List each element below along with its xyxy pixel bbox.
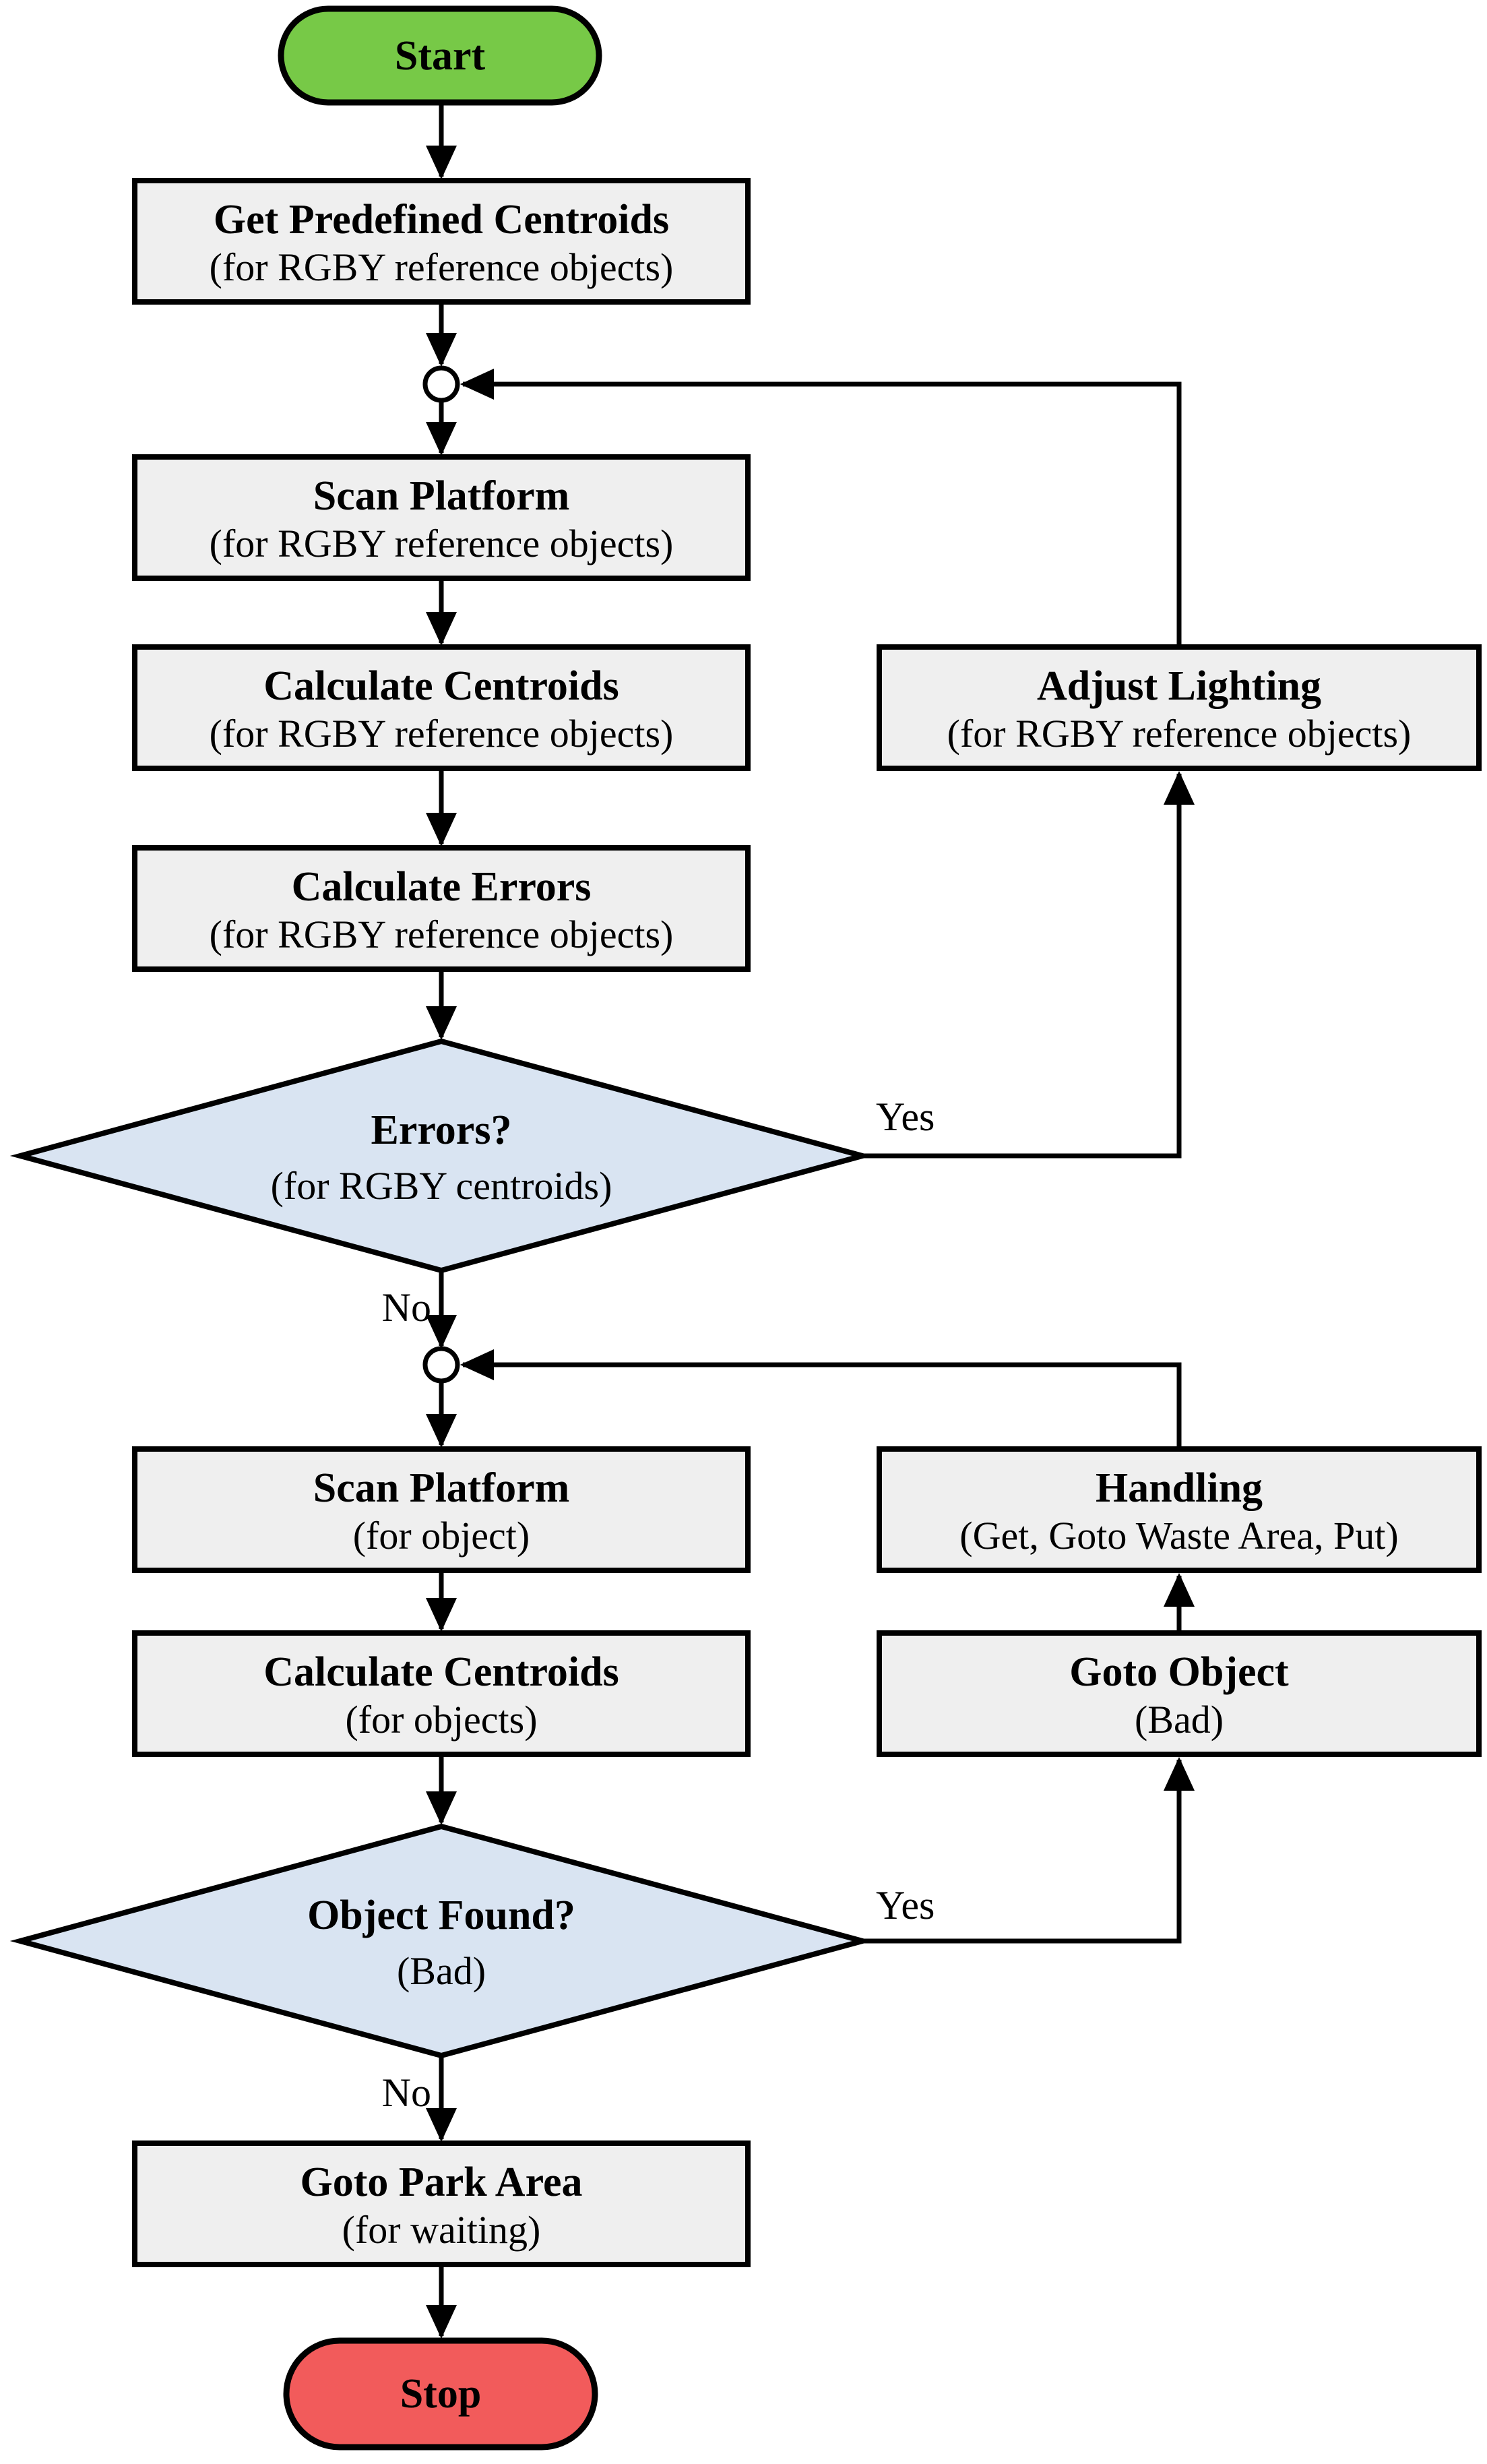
- node-goto-object: Goto Object (Bad): [877, 1630, 1482, 1757]
- edge-handling-to-junction-2: [460, 1349, 1182, 1449]
- node-subtitle: (for objects): [345, 1698, 537, 1742]
- node-title: Calculate Centroids: [263, 663, 619, 709]
- node-stop: Stop: [283, 2337, 598, 2451]
- decision-diamond: [9, 1038, 873, 1274]
- label-errors-no: No: [382, 1285, 431, 1330]
- node-title: Goto Object: [1069, 1649, 1289, 1695]
- edge-object-found-yes-to-goto-object: [862, 1756, 1195, 1944]
- stop-terminator-shape: [283, 2337, 598, 2451]
- process-box: [132, 1446, 751, 1573]
- start-terminator-shape: [278, 5, 602, 106]
- node-subtitle: (for RGBY centroids): [271, 1164, 612, 1208]
- node-errors-decision: Errors? (for RGBY centroids): [9, 1038, 873, 1274]
- node-calculate-centroids-rgby: Calculate Centroids (for RGBY reference …: [132, 644, 751, 771]
- node-scan-platform-rgby: Scan Platform (for RGBY reference object…: [132, 454, 751, 581]
- label-object-found-no: No: [382, 2070, 431, 2115]
- node-subtitle: (Bad): [1135, 1698, 1224, 1742]
- node-title: Errors?: [371, 1107, 512, 1153]
- node-subtitle: (for RGBY reference objects): [210, 245, 674, 289]
- edges: [426, 102, 1195, 2339]
- node-title: Scan Platform: [313, 1465, 570, 1511]
- edge-adjust-lighting-to-junction-1: [460, 369, 1182, 647]
- node-subtitle: (for object): [353, 1514, 530, 1558]
- node-title: Goto Park Area: [300, 2159, 582, 2205]
- node-subtitle: (Get, Goto Waste Area, Put): [959, 1514, 1398, 1558]
- node-subtitle: (for RGBY reference objects): [210, 913, 674, 956]
- decision-diamond: [9, 1823, 873, 2059]
- junction-circle: [422, 365, 460, 403]
- node-subtitle: (for RGBY reference objects): [210, 712, 674, 756]
- node-subtitle: (Bad): [397, 1949, 486, 1993]
- label-errors-yes: Yes: [876, 1095, 935, 1139]
- node-subtitle: (for waiting): [342, 2208, 541, 2252]
- process-box: [877, 644, 1482, 771]
- node-subtitle: (for RGBY reference objects): [947, 712, 1412, 756]
- node-title: Object Found?: [307, 1892, 575, 1938]
- process-box: [877, 1446, 1482, 1573]
- node-title: Calculate Errors: [292, 864, 592, 910]
- process-box: [132, 178, 751, 305]
- node-title: Adjust Lighting: [1037, 663, 1321, 709]
- junction-circle: [422, 1346, 460, 1384]
- start-label: Start: [395, 33, 486, 79]
- process-box: [877, 1630, 1482, 1757]
- node-goto-park-area: Goto Park Area (for waiting): [132, 2140, 751, 2267]
- node-object-found-decision: Object Found? (Bad): [9, 1823, 873, 2059]
- node-calculate-errors-rgby: Calculate Errors (for RGBY reference obj…: [132, 845, 751, 972]
- label-object-found-yes: Yes: [876, 1883, 935, 1928]
- node-adjust-lighting: Adjust Lighting (for RGBY reference obje…: [877, 644, 1482, 771]
- node-title: Calculate Centroids: [263, 1649, 619, 1695]
- node-title: Get Predefined Centroids: [214, 197, 669, 243]
- process-box: [132, 454, 751, 581]
- edge-errors-decision-yes-to-adjust-lighting: [862, 770, 1195, 1159]
- node-scan-platform-object: Scan Platform (for object): [132, 1446, 751, 1573]
- process-box: [132, 845, 751, 972]
- node-handling: Handling (Get, Goto Waste Area, Put): [877, 1446, 1482, 1573]
- node-title: Handling: [1096, 1465, 1263, 1511]
- node-junction-1: [422, 365, 460, 403]
- node-junction-2: [422, 1346, 460, 1384]
- process-box: [132, 1630, 751, 1757]
- process-box: [132, 2140, 751, 2267]
- node-subtitle: (for RGBY reference objects): [210, 522, 674, 565]
- process-box: [132, 644, 751, 771]
- node-calculate-centroids-objects: Calculate Centroids (for objects): [132, 1630, 751, 1757]
- node-start: Start: [278, 5, 602, 106]
- node-title: Scan Platform: [313, 473, 570, 519]
- stop-label: Stop: [400, 2371, 482, 2417]
- node-get-predefined-centroids: Get Predefined Centroids (for RGBY refer…: [132, 178, 751, 305]
